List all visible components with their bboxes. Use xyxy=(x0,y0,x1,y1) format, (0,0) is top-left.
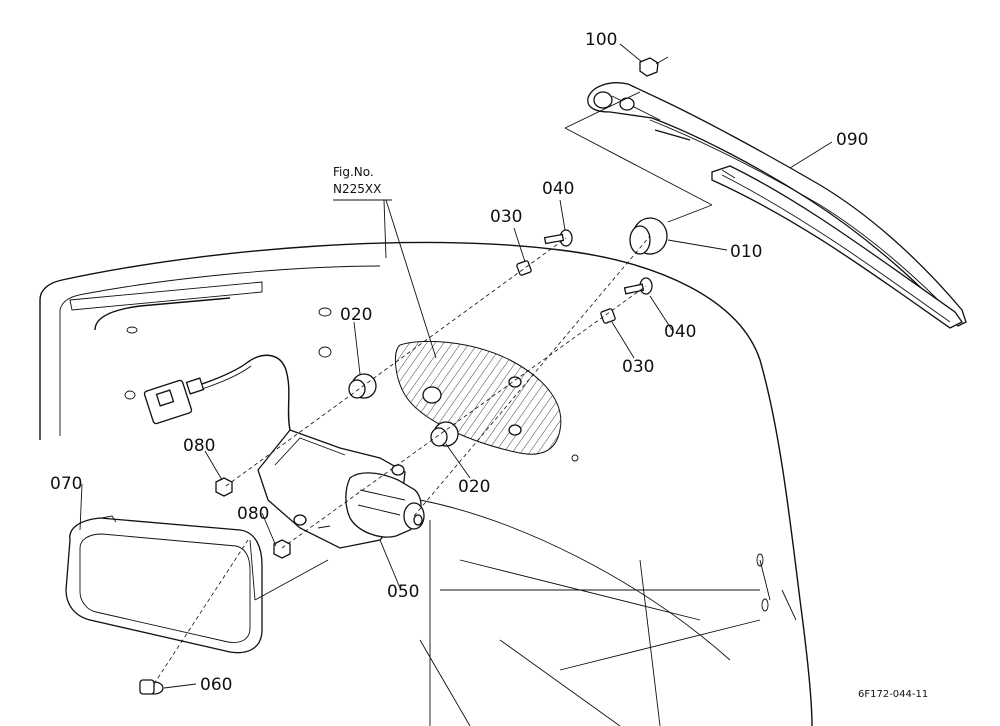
spacer-030-upper xyxy=(516,260,532,276)
wiper-blade xyxy=(711,165,963,329)
callout-040-lower: 040 xyxy=(664,322,696,342)
grommet-020-lower xyxy=(430,421,459,447)
callout-080-lower: 080 xyxy=(237,504,269,524)
figure-ref-number: N225XX xyxy=(333,182,381,196)
callout-100: 100 xyxy=(585,30,617,50)
hatched-mounting-area xyxy=(394,340,562,455)
assembly-guide-lines xyxy=(153,91,713,685)
drawing-code: 6F172-044-11 xyxy=(858,689,928,700)
callout-010: 010 xyxy=(730,242,762,262)
leader-lines xyxy=(79,43,833,689)
motor-cover-070 xyxy=(65,515,263,654)
callout-090: 090 xyxy=(836,130,868,150)
callout-060: 060 xyxy=(200,675,232,695)
harness-connector xyxy=(143,377,205,425)
callout-050: 050 xyxy=(387,582,419,602)
wiring-harness xyxy=(189,354,291,431)
callout-020-lower: 020 xyxy=(458,477,490,497)
wiper-arm-090 xyxy=(587,82,967,327)
wiper-motor-050 xyxy=(257,429,425,549)
callout-030-upper: 030 xyxy=(490,207,522,227)
figure-ref-label: Fig.No. xyxy=(333,165,374,179)
callout-080-upper: 080 xyxy=(183,436,215,456)
hatched-area-hole xyxy=(508,376,522,388)
screw-060 xyxy=(139,679,164,695)
bolt-040-lower xyxy=(623,277,653,295)
grommet-cap-010 xyxy=(629,217,668,255)
callout-030-lower: 030 xyxy=(622,357,654,377)
hatched-area-hole xyxy=(508,424,522,436)
nut-080-upper xyxy=(215,477,233,497)
callout-020-upper: 020 xyxy=(340,305,372,325)
callout-040-upper: 040 xyxy=(542,179,574,199)
callout-070: 070 xyxy=(50,474,82,494)
rear-window-glass xyxy=(39,241,813,726)
spacer-030-lower xyxy=(600,308,616,324)
nut-080-lower xyxy=(273,539,291,559)
hatched-area-hole xyxy=(422,386,442,404)
nut-100 xyxy=(639,56,669,77)
bolt-040-upper xyxy=(543,229,573,247)
